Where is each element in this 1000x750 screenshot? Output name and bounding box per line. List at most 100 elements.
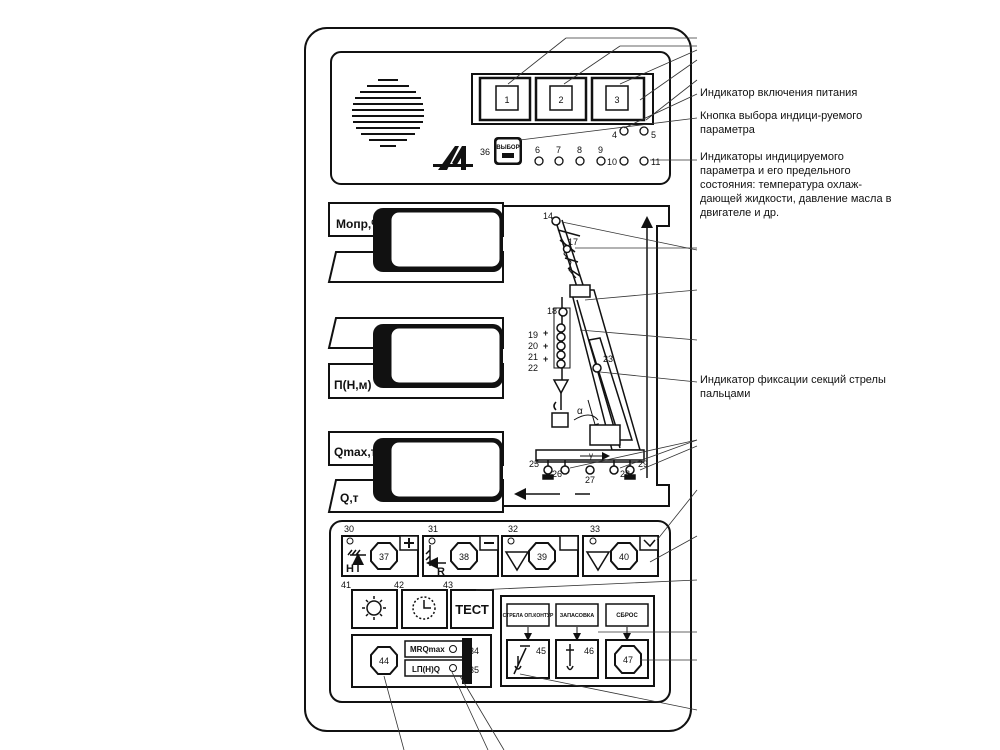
label-37: 37 xyxy=(379,552,389,562)
label-36: 36 xyxy=(480,147,490,157)
select-button[interactable]: ВЫБОР xyxy=(494,137,522,165)
hoist-mode-button[interactable]: 46 xyxy=(555,639,599,679)
label-21: 21 xyxy=(528,352,538,362)
label-19: 19 xyxy=(528,330,538,340)
label-11: 11 xyxy=(651,157,660,167)
label-41: 41 xyxy=(341,580,351,590)
reset-button[interactable]: 47 xyxy=(605,639,649,679)
leader-lines xyxy=(383,37,698,750)
store-button-label: ЗАПАСОВКА xyxy=(560,613,595,619)
crane-schematic: + + + xyxy=(514,216,653,500)
plus-21: + xyxy=(543,354,548,364)
label-2: 2 xyxy=(558,95,563,105)
test-button-label: ТЕСТ xyxy=(455,602,489,617)
brightness-button[interactable] xyxy=(351,589,398,629)
label-14: 14 xyxy=(543,211,553,221)
middle-panel: Mопр,% П(Н,м) Qmax,т Q,т xyxy=(327,202,670,513)
display-window-2: 2 xyxy=(534,76,588,122)
parameter-indicator-row xyxy=(534,156,649,166)
clock-button[interactable] xyxy=(401,589,448,629)
bottom-panel: 37 H 38 R 39 40 xyxy=(329,520,671,703)
label-33: 33 xyxy=(590,524,600,534)
parameter-indicators-description: Индикаторы индицируемого параметра и его… xyxy=(700,151,892,219)
warning-button-38[interactable]: 38 R xyxy=(422,535,499,578)
label-40: 40 xyxy=(619,552,629,562)
lhq-label: LП(Н)Q xyxy=(412,665,440,674)
label-3: 3 xyxy=(614,95,619,105)
pin-indicator-description: Индикатор фиксации секций стрелы пальцам… xyxy=(700,374,886,400)
label-25: 25 xyxy=(529,459,539,469)
display-window-3: 3 xyxy=(590,76,646,122)
select-button-label: ВЫБОР xyxy=(496,145,519,151)
label-44: 44 xyxy=(379,656,389,666)
top-panel: 1 2 3 4 5 36 ВЫБОР xyxy=(330,51,671,185)
label-5: 5 xyxy=(651,130,656,140)
power-indicator-led xyxy=(619,126,629,136)
warning-button-40[interactable]: 40 xyxy=(582,535,659,577)
label-23: 23 xyxy=(603,354,613,364)
label-22: 22 xyxy=(528,363,538,373)
label-35: 35 xyxy=(469,665,479,675)
led-33 xyxy=(589,537,597,545)
alpha-symbol: α xyxy=(577,406,583,417)
power-indicator-description: Индикатор включения питания xyxy=(700,87,858,99)
label-32: 32 xyxy=(508,524,518,534)
label-6: 6 xyxy=(535,145,540,155)
gamma-symbol: γ xyxy=(589,451,593,460)
boom-mode-button[interactable]: 45 xyxy=(506,639,550,679)
label-10: 10 xyxy=(607,157,617,167)
led-31 xyxy=(428,537,436,545)
warning-button-39[interactable]: 39 xyxy=(501,535,579,577)
reach-label: П(Н,м) xyxy=(334,378,372,392)
reset-button-label: СБРОС xyxy=(616,613,638,619)
label-30: 30 xyxy=(344,524,354,534)
warning-button-37[interactable]: 37 H xyxy=(341,535,419,577)
label-42: 42 xyxy=(394,580,404,590)
label-28: 28 xyxy=(620,469,630,479)
display-window-1: 1 xyxy=(478,76,532,122)
logo-icon xyxy=(433,146,473,170)
led-32 xyxy=(507,537,515,545)
label-8: 8 xyxy=(577,145,582,155)
label-9: 9 xyxy=(598,145,603,155)
test-button[interactable]: ТЕСТ xyxy=(450,589,494,629)
h-letter: H xyxy=(346,563,354,575)
label-4: 4 xyxy=(612,130,617,140)
label-47: 47 xyxy=(623,655,633,665)
label-18: 18 xyxy=(547,306,557,316)
label-39: 39 xyxy=(537,552,547,562)
label-27: 27 xyxy=(585,475,595,485)
label-45: 45 xyxy=(536,646,546,656)
plus-20: + xyxy=(543,341,548,351)
label-1: 1 xyxy=(504,95,509,105)
label-31: 31 xyxy=(428,524,438,534)
mode-block: СТРЕЛА ОП.КОНТУР ЗАПАСОВКА СБРОС 45 46 4… xyxy=(500,595,655,687)
label-38: 38 xyxy=(459,552,469,562)
led-30 xyxy=(346,537,354,545)
led-34 xyxy=(449,645,457,653)
label-7: 7 xyxy=(556,145,561,155)
select-button-description: Кнопка выбора индици-руемого параметра xyxy=(700,110,863,136)
led-35 xyxy=(449,664,457,672)
label-46: 46 xyxy=(584,646,594,656)
r-letter: R xyxy=(437,566,445,578)
mrq-block: 44 MRQmax LП(Н)Q 34 35 xyxy=(351,634,492,688)
led-5 xyxy=(639,126,649,136)
label-29: 29 xyxy=(638,459,648,469)
boom-button-label: СТРЕЛА ОП.КОНТУР xyxy=(503,613,554,619)
load-display xyxy=(373,438,503,502)
qmax-label: Qmax,т xyxy=(334,445,377,459)
q-label: Q,т xyxy=(340,491,359,505)
label-34: 34 xyxy=(469,646,479,656)
mrq-label: MRQmax xyxy=(410,645,445,654)
speaker-grille xyxy=(352,79,424,147)
moment-label: Mопр,% xyxy=(336,217,382,231)
label-17: 17 xyxy=(568,237,578,247)
label-43: 43 xyxy=(443,580,453,590)
reach-display xyxy=(373,324,503,388)
label-26: 26 xyxy=(552,469,562,479)
label-20: 20 xyxy=(528,341,538,351)
plus-19: + xyxy=(543,328,548,338)
moment-display xyxy=(373,208,503,272)
